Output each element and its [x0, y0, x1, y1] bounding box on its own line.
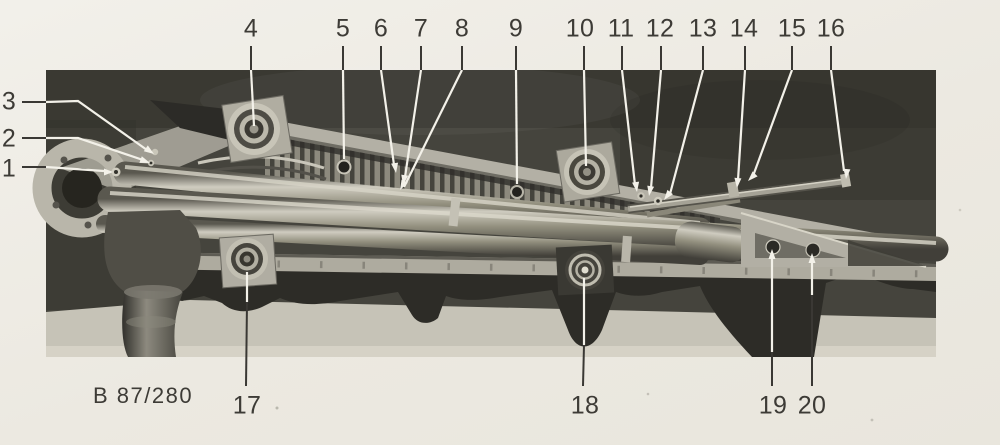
- callout-label-6: 6: [373, 14, 389, 43]
- leader-lines-dark: [22, 46, 832, 387]
- callout-label-4: 4: [243, 14, 259, 43]
- leader-lines-light: [45, 69, 846, 352]
- linkage-rods: [627, 173, 852, 218]
- leader-line-10: [582, 69, 588, 167]
- callout-label-15: 15: [777, 14, 807, 43]
- callout-label-2: 2: [1, 124, 17, 153]
- leader-line-11: [620, 69, 637, 186]
- leader-line-2: [46, 136, 144, 162]
- callout-label-10: 10: [565, 14, 595, 43]
- callout-label-9: 9: [508, 14, 524, 43]
- engine-mount-top-right: [555, 141, 621, 203]
- exhaust-down-pipe: [104, 210, 201, 357]
- callout-label-12: 12: [645, 14, 675, 43]
- callout-label-13: 13: [688, 14, 718, 43]
- leader-line-1: [45, 165, 105, 173]
- leader-line-5: [341, 69, 346, 160]
- engine-mount-top-left: [221, 94, 293, 164]
- ground: [46, 300, 936, 357]
- leader-line-7: [403, 69, 423, 178]
- leader-line-3: [45, 99, 148, 151]
- leader-line-16: [829, 69, 846, 172]
- callout-label-8: 8: [454, 14, 470, 43]
- paper-specks: [275, 208, 962, 422]
- callout-label-14: 14: [729, 14, 759, 43]
- engine-mount-bottom-center: [555, 244, 615, 296]
- leader-line-13: [668, 69, 705, 195]
- callout-label-5: 5: [335, 14, 351, 43]
- callout-label-19: 19: [758, 391, 788, 420]
- end-panel: [740, 212, 927, 268]
- undercarriage-silhouette: [140, 258, 936, 357]
- callout-label-11: 11: [607, 14, 635, 43]
- leader-line-9: [514, 69, 519, 185]
- callout-label-7: 7: [413, 14, 429, 43]
- callout-label-18: 18: [570, 391, 600, 420]
- leader-arrowheads: [104, 145, 851, 263]
- leader-line-4: [249, 69, 256, 127]
- callout-label-1: 1: [1, 154, 17, 183]
- leader-line-14: [736, 69, 747, 181]
- callout-label-17: 17: [232, 391, 262, 420]
- figure-caption: B 87/280: [93, 383, 194, 408]
- leader-line-6: [379, 69, 396, 166]
- leader-line-8: [403, 69, 463, 188]
- callout-label-20: 20: [797, 391, 827, 420]
- panel-hole-20: [805, 242, 821, 258]
- leader-line-12: [649, 69, 663, 189]
- engine-mount-bottom-left: [218, 233, 278, 289]
- callout-label-16: 16: [816, 14, 846, 43]
- leader-line-15: [751, 69, 794, 177]
- callout-label-3: 3: [1, 87, 17, 116]
